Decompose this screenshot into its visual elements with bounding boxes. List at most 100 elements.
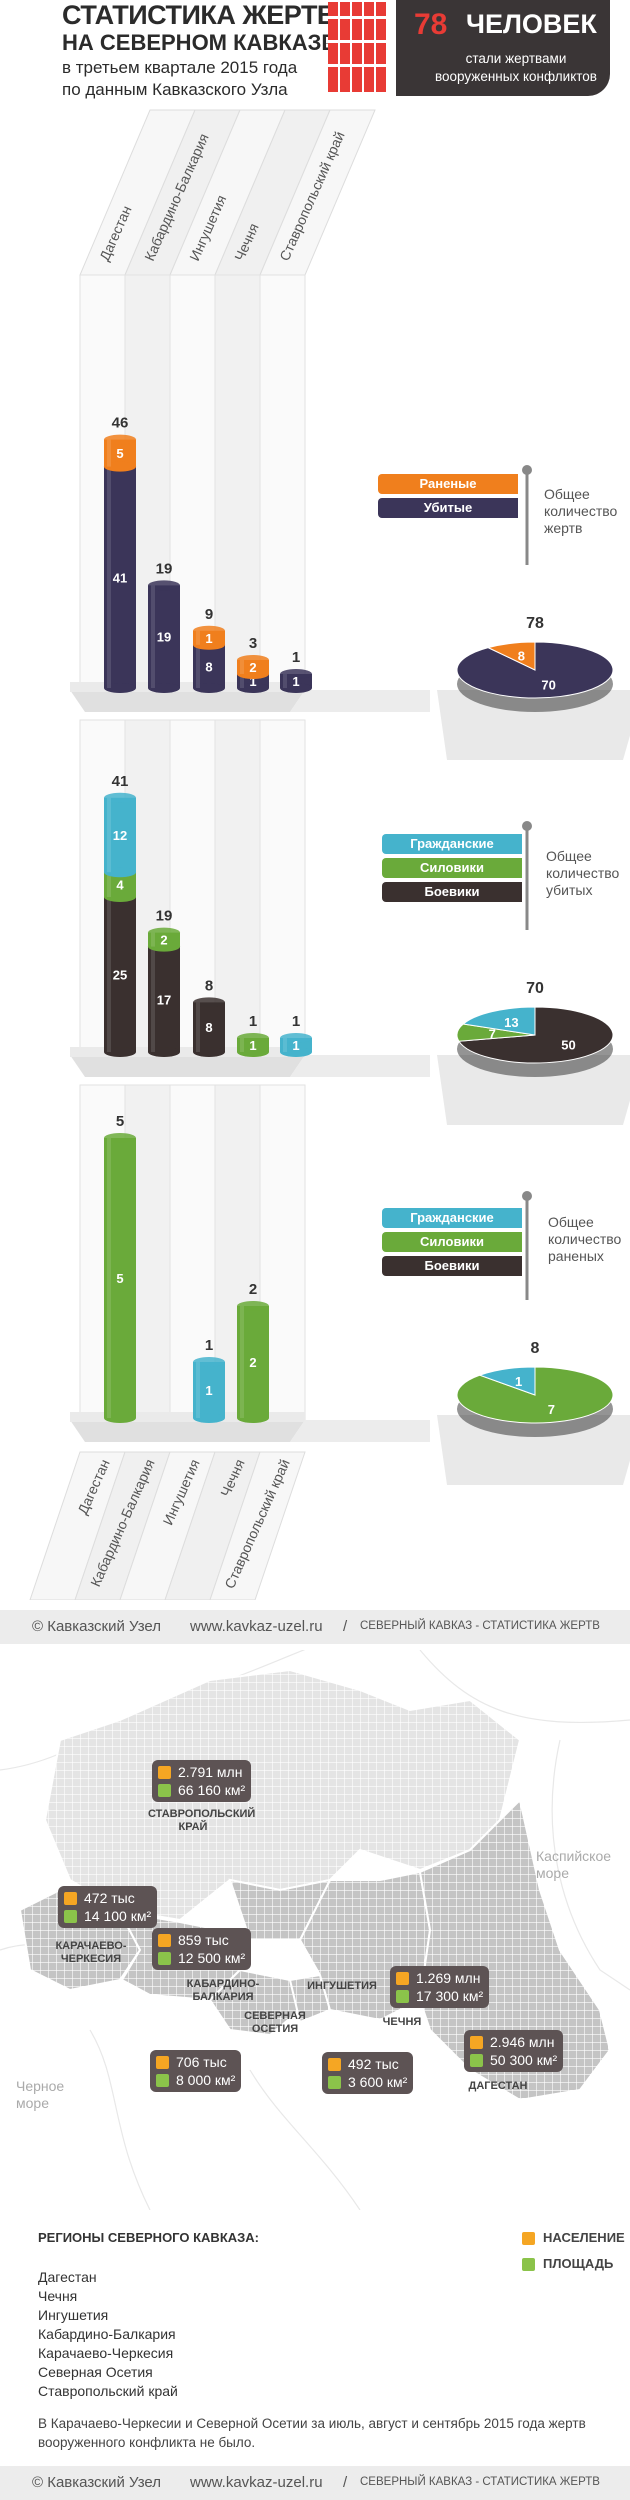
bar-segment-shine (196, 630, 200, 645)
bar-segment-shine (107, 1138, 111, 1418)
area-icon (522, 2258, 535, 2272)
title-line-1: СТАТИСТИКА ЖЕРТВ (62, 0, 336, 30)
bar-segment-bottom (237, 669, 269, 679)
bar-segment (193, 644, 225, 688)
population-icon (156, 2056, 169, 2069)
legend-population: НАСЕЛЕНИЕ (522, 2230, 625, 2246)
bar-segment-shine (151, 932, 155, 947)
area-icon (470, 2054, 483, 2067)
bar-value-label: 41 (113, 570, 127, 585)
map-dagestan (418, 1798, 612, 2102)
bar-total-label: 19 (156, 908, 173, 925)
column-stripe (214, 274, 261, 691)
stat-stavropol-population: 2.791 млн (178, 1764, 243, 1780)
bar-segment-top (104, 434, 136, 445)
bar-value-label: 1 (292, 1038, 299, 1053)
bar-segment-bottom (193, 1413, 225, 1423)
bar-segment-top (193, 625, 225, 636)
region-list-item: Северная Осетия (38, 2364, 153, 2380)
bar-segment-shine (107, 797, 111, 873)
platform (70, 690, 305, 712)
population-icon (470, 2036, 483, 2049)
pie-platform (437, 1415, 630, 1485)
badge-word: ЧЕЛОВЕК (466, 9, 597, 39)
stat-chechnya-area: 17 300 км² (416, 1988, 484, 2004)
area-icon (396, 1990, 409, 2003)
platform (70, 1055, 305, 1077)
bar-segment-shine (107, 466, 111, 688)
bar-value-label: 2 (249, 660, 256, 675)
label-ingushetia: ИНГУШЕТИЯ (307, 1980, 377, 1992)
bar-segment-bottom (237, 683, 269, 693)
bar-segment-top (280, 1033, 312, 1043)
legend-pointer-dot (522, 1191, 532, 1201)
stat-ingushetia-area: 3 600 км² (348, 2074, 408, 2090)
bar-segment-shine (196, 1002, 200, 1052)
sea-black: Черное море (16, 2078, 65, 2111)
badge-number: 78 (414, 8, 448, 41)
platform-top (70, 1047, 305, 1057)
bar-segment-top (148, 927, 180, 938)
bar-segment-bottom (104, 867, 136, 878)
bar-segment-top (237, 1033, 269, 1043)
bar-segment-bottom (104, 461, 136, 472)
bar-segment-bottom (237, 1047, 269, 1057)
bar-segment-top (193, 997, 225, 1008)
bar-segment-top (148, 580, 180, 591)
pie-slice-label: 7 (548, 1402, 555, 1417)
population-icon (158, 1934, 171, 1947)
bar-value-label: 1 (249, 674, 256, 689)
bar-total-label: 41 (112, 773, 129, 790)
bar-total-label: 19 (156, 560, 173, 577)
subtitle-line-2: по данным Кавказского Узла (62, 80, 288, 99)
platform-extension (290, 690, 430, 712)
bar-segment-bottom (280, 1047, 312, 1057)
bar-segment-shine (240, 1038, 244, 1052)
bar-segment (104, 1138, 136, 1418)
bar-segment-shine (107, 872, 111, 897)
pie-victims-slice (486, 641, 536, 671)
bar-segment-shine (107, 897, 111, 1052)
bar-segment-shine (151, 585, 155, 688)
column-footer (209, 1451, 306, 1600)
stat-chechnya-population: 1.269 млн (416, 1970, 481, 1986)
stat-ossetia-area: 8 000 км² (176, 2072, 236, 2088)
bar-segment-top (280, 669, 312, 679)
bar-segment-top (104, 1133, 136, 1143)
footer-url[interactable]: www.kavkaz-uzel.ru (190, 1618, 323, 1635)
stat-karachay-area: 14 100 км² (84, 1908, 152, 1924)
column-stripe (259, 719, 306, 1056)
legend-population-label: НАСЕЛЕНИЕ (543, 2230, 625, 2245)
legend-title-3: Общее количество раненых (548, 1214, 622, 1264)
bar-total-label: 8 (205, 977, 213, 994)
label-kabardino: КАБАРДИНО-БАЛКАРИЯ (186, 1978, 260, 2003)
legend-area: ПЛОЩАДЬ (522, 2256, 614, 2272)
legend-title-1: Общее количество жертв (544, 486, 618, 536)
bar-segment-shine (196, 1362, 200, 1418)
bar-total-label: 3 (249, 635, 257, 652)
bar-value-label: 19 (157, 630, 171, 645)
bar-value-label: 1 (205, 1383, 212, 1398)
pie-slice-label: 13 (504, 1015, 518, 1030)
footer-section: СЕВЕРНЫЙ КАВКАЗ - СТАТИСТИКА ЖЕРТВ (360, 1620, 600, 1632)
bar-segment-top (237, 1301, 269, 1311)
bar-segment-bottom (104, 1413, 136, 1423)
bar-segment-bottom (104, 892, 136, 902)
bar-value-label: 2 (160, 933, 167, 948)
area-icon (156, 2074, 169, 2087)
legend-area-label: ПЛОЩАДЬ (543, 2256, 614, 2271)
legend-killed: Убитые (378, 498, 518, 518)
population-icon (522, 2232, 535, 2246)
bar-total-label: 1 (249, 1013, 257, 1030)
bar-segment-shine (240, 660, 244, 674)
bar-segment-bottom (193, 683, 225, 693)
bar-segment (237, 1306, 269, 1418)
bar-segment-shine (107, 439, 111, 467)
population-icon (328, 2058, 341, 2071)
stat-ossetia: 706 тыс 8 000 км² (150, 2050, 242, 2092)
total-victims-badge: 78 ЧЕЛОВЕК стали жертвами вооруженных ко… (396, 0, 610, 96)
stat-dagestan: 2.946 млн 50 300 км² (464, 2030, 564, 2072)
column-footer (29, 1451, 126, 1600)
footer-url[interactable]: www.kavkaz-uzel.ru (190, 2474, 323, 2491)
